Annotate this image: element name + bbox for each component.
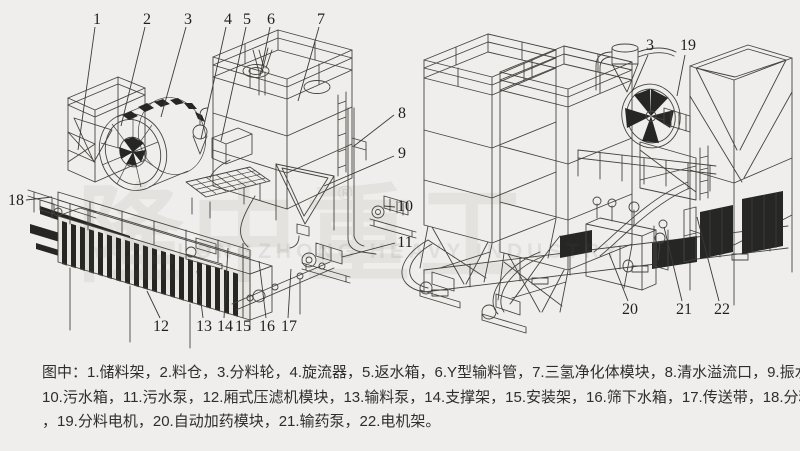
callout-label-9: 9: [398, 145, 406, 162]
center-funnel: [275, 163, 335, 237]
callout-label-6: 6: [267, 11, 275, 28]
callout-label-r3: 3: [646, 37, 654, 54]
cyclone: [192, 107, 209, 155]
callout-label-3: 3: [184, 11, 192, 28]
watermark-en-text: LONGZHONG HEAVY INDUSTRY: [177, 240, 622, 263]
motor-frame: [683, 206, 697, 263]
cyclone-assembly: [595, 43, 677, 93]
leader-line-6: [259, 26, 271, 77]
callout-label-15: 15: [235, 318, 251, 335]
leader-line-13: [196, 270, 204, 319]
legend-line-2: 10.污水箱，11.污水泵，12.厢式压滤机模块，13.输料泵，14.支撑架，1…: [42, 388, 800, 406]
leader-line-r3: [631, 54, 649, 93]
sewage-tank-pump: [369, 195, 417, 239]
left-platform: [27, 189, 97, 231]
feed-pump: [185, 237, 223, 270]
hoses: [401, 181, 691, 315]
leader-line-12: [146, 290, 161, 319]
watermark: 隆中重工 ® LONGZHONG HEAVY INDUSTRY: [77, 177, 622, 295]
walkway-railing: [577, 149, 717, 192]
leader-line-10: [383, 205, 396, 208]
leader-line-3: [160, 26, 187, 118]
feed-hopper-right: [689, 44, 793, 306]
clean-water-tank-a: [419, 33, 557, 285]
callout-label-10: 10: [397, 198, 413, 215]
callout-label-18: 18: [8, 192, 24, 209]
pump-bottom-a: [419, 271, 461, 309]
callout-label-5: 5: [243, 11, 251, 28]
sewage-pump: [301, 242, 351, 284]
pump-bottom-b: [481, 293, 527, 334]
callout-leaders: [25, 26, 720, 319]
leader-line-17: [287, 268, 292, 319]
purification-module: [212, 29, 367, 210]
skid-base-frame: [423, 225, 789, 297]
leader-line-20: [608, 252, 629, 302]
leader-line-16: [258, 260, 267, 319]
plant-diagram: 隆中重工 ® LONGZHONG HEAVY INDUSTRY 1 2 3 4: [8, 11, 793, 349]
callout-label-17: 17: [281, 318, 297, 335]
callout-label-7: 7: [317, 11, 325, 28]
leader-line-18: [25, 196, 53, 201]
dosing-pump: [653, 219, 669, 271]
callout-label-8: 8: [398, 105, 406, 122]
callout-label-16: 16: [259, 318, 275, 335]
leader-line-22: [696, 216, 720, 302]
right-machine-drawing: [401, 33, 793, 334]
callout-label-11: 11: [397, 234, 412, 251]
y-feed-pipe: [252, 47, 273, 96]
callout-label-13: 13: [196, 318, 212, 335]
callout-label-22: 22: [714, 301, 730, 318]
legend-caption: 图中：1.储料架，2.料仓，3.分料轮，4.旋流器，5.返水箱，6.Y型输料管，…: [42, 361, 800, 435]
leader-line-9: [323, 155, 395, 187]
return-water-tank: [211, 127, 253, 165]
leader-line-2: [120, 26, 146, 127]
leader-line-11: [341, 242, 396, 258]
callout-label-14: 14: [217, 318, 233, 335]
legend-line-1: 图中：1.储料架，2.料仓，3.分料轮，4.旋流器，5.返水箱，6.Y型输料管，…: [42, 364, 800, 381]
ladder: [699, 145, 709, 201]
legend-line-3: ，19.分料电机，20.自动加药模块，21.输药泵，22.电机架。: [42, 413, 441, 430]
callout-label-1: 1: [93, 11, 101, 28]
dosing-module: [585, 196, 657, 291]
clean-water-tank-b: [497, 45, 633, 313]
leader-line-7: [297, 26, 320, 102]
callout-label-4: 4: [224, 11, 232, 28]
callout-label-21: 21: [676, 301, 692, 318]
leader-line-19: [676, 54, 686, 97]
leader-line-5: [220, 26, 247, 142]
watermark-reg-mark: ®: [338, 183, 353, 205]
callout-label-20: 20: [622, 301, 638, 318]
leader-line-8: [353, 114, 395, 147]
leader-line-1: [77, 26, 96, 151]
leader-line-21: [663, 226, 683, 302]
bucket-wheel: [98, 97, 206, 191]
callout-labels: 1 2 3 4 5 6 7 8 9 10 11 12 13 14 15 16 1…: [8, 11, 730, 335]
leader-line-4: [200, 26, 227, 140]
callout-label-19: 19: [680, 37, 696, 54]
conveyor: [231, 261, 335, 331]
left-machine-drawing: [27, 29, 417, 349]
pipework-left: [209, 107, 377, 255]
callout-label-12: 12: [153, 318, 169, 335]
storage-rack: [67, 76, 146, 183]
leader-line-14: [223, 247, 229, 319]
callout-label-2: 2: [143, 11, 151, 28]
vibrating-screen: [185, 166, 271, 219]
mesh-panels: [560, 191, 783, 269]
support-frame: [57, 191, 251, 275]
watermark-cn-text: 隆中重工: [77, 177, 533, 295]
